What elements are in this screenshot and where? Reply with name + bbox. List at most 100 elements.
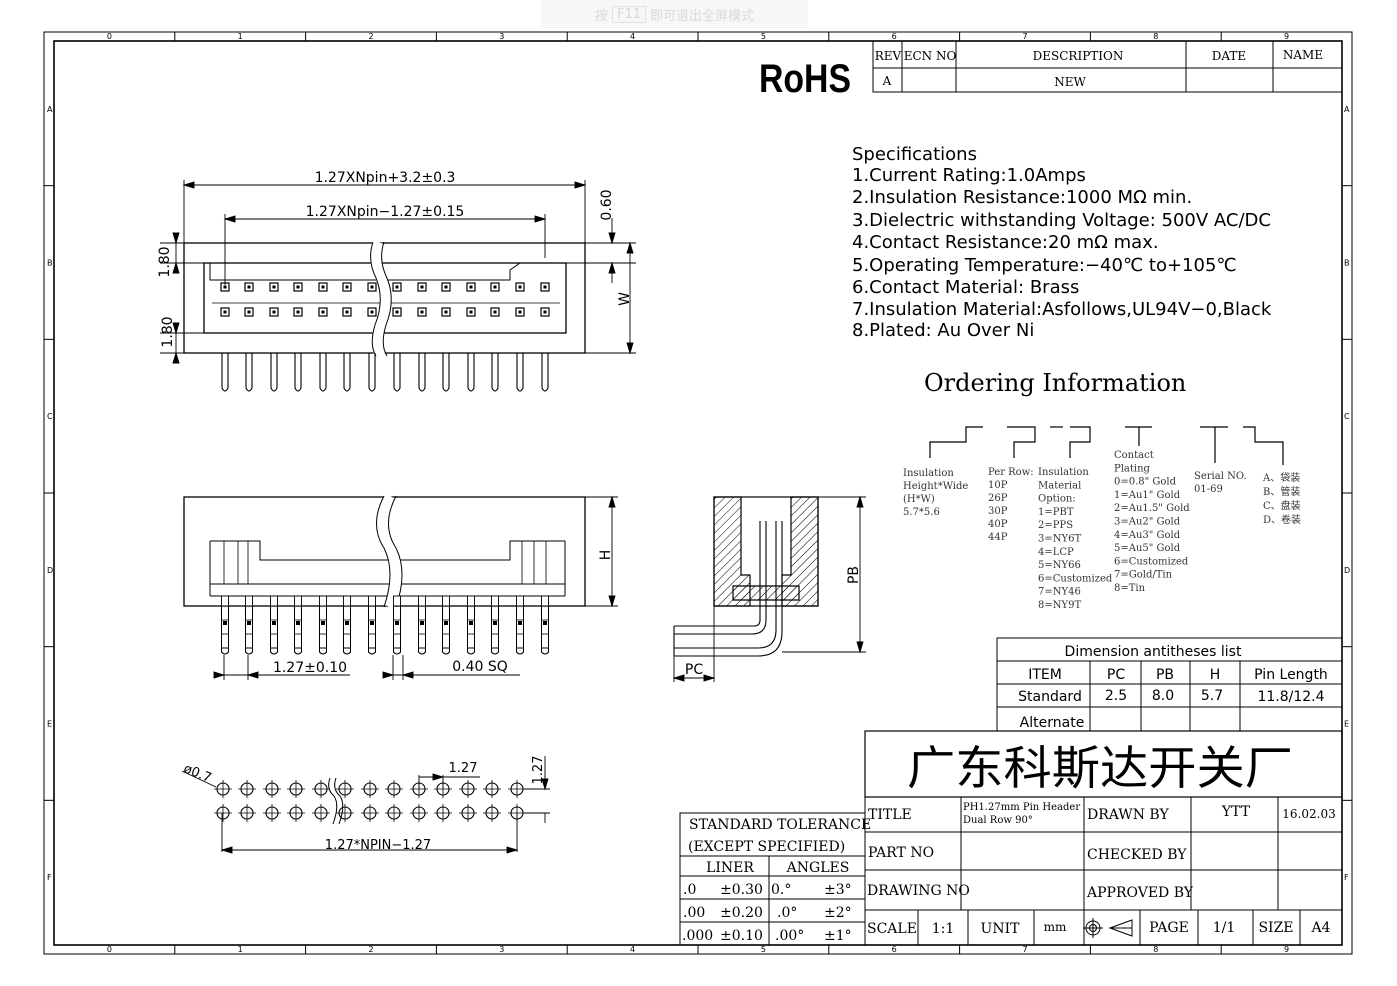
contact-square: [244, 307, 254, 317]
zone-label: 1: [238, 945, 243, 954]
inner-length-dim: 1.27XNpin−1.27±0.15: [306, 204, 465, 220]
contact-square: [417, 307, 427, 317]
front-view-pins: [221, 595, 549, 655]
pin-tip: [270, 648, 278, 655]
fullscreen-hint-prefix: 按: [594, 8, 608, 24]
tolerance-cell: .0°: [777, 905, 797, 921]
pin-body: [444, 621, 448, 625]
pin-body: [294, 595, 302, 607]
pin-lead: [541, 353, 549, 392]
contact-square: [469, 285, 473, 289]
pin-body: [294, 605, 302, 649]
drawn-by-label: DRAWN BY: [1087, 807, 1169, 823]
zone-label: 9: [1284, 32, 1289, 41]
pcb-layout-dimensions: [181, 756, 550, 854]
contact-square: [490, 307, 500, 317]
pin-body: [393, 605, 401, 649]
pin-body: [319, 605, 327, 649]
contact-square: [223, 285, 227, 289]
tolerance-cell: ±0.30: [720, 882, 763, 898]
pin-body: [272, 621, 276, 625]
pin-body: [491, 595, 499, 607]
pin-body: [247, 621, 251, 625]
tolerance-cell: .00: [683, 905, 705, 921]
pin-tip: [418, 648, 426, 655]
zone-label: B: [1344, 259, 1350, 268]
contact-square: [220, 307, 230, 317]
zone-label: 0: [107, 945, 112, 954]
pin-body: [518, 621, 522, 625]
pin-body: [370, 621, 374, 625]
liner-label: LINER: [706, 860, 754, 876]
dimension-cell: 8.0: [1152, 688, 1174, 704]
spec-item: 1.Current Rating:1.0Amps: [852, 165, 1086, 186]
company-name: 广东科斯达开关厂: [907, 741, 1293, 795]
revision-table: [872, 40, 1343, 93]
contact-square: [540, 307, 550, 317]
contact-square: [269, 307, 279, 317]
tolerance-cell: ±1°: [824, 928, 852, 944]
title-value-line1: PH1.27mm Pin Header: [963, 802, 1080, 813]
contact-square: [543, 310, 547, 314]
ecn-header: ECN NO: [904, 49, 957, 63]
pin-body: [270, 595, 278, 607]
contact-square: [318, 307, 328, 317]
contact-square: [543, 285, 547, 289]
contact-square: [392, 307, 402, 317]
zone-label: 7: [1022, 32, 1027, 41]
title-value: PH1.27mm Pin Header Dual Row 90°: [963, 802, 1083, 826]
contact-square: [269, 282, 279, 292]
zone-label: 8: [1153, 945, 1158, 954]
pin-body: [245, 595, 253, 607]
page-label: PAGE: [1149, 920, 1189, 936]
zone-label: C: [1344, 412, 1350, 421]
contact-square: [490, 282, 500, 292]
pin-lead: [343, 353, 351, 392]
spec-item: 5.Operating Temperature:−40℃ to+105℃: [852, 255, 1237, 276]
pitch-dim: 1.27±0.10: [273, 660, 347, 676]
contact-square: [515, 282, 525, 292]
drawn-by-value: YTT: [1221, 804, 1251, 820]
pcb-break-mark: [334, 777, 344, 825]
zone-label: D: [1344, 566, 1350, 575]
contact-square: [321, 310, 325, 314]
contact-square: [466, 282, 476, 292]
unit-value: mm: [1044, 920, 1067, 934]
contact-square: [367, 282, 377, 292]
zone-label: 3: [499, 32, 504, 41]
contact-square: [441, 307, 451, 317]
dimension-cell: Alternate: [1020, 715, 1085, 731]
pin-square-dim: 0.40 SQ: [452, 659, 508, 675]
dimension-header-item: ITEM: [1028, 667, 1062, 683]
pin-body: [541, 595, 549, 607]
contact-square: [444, 285, 448, 289]
contact-square: [469, 310, 473, 314]
zone-label: 7: [1022, 945, 1027, 954]
pin-body: [442, 605, 450, 649]
ordering-group-serial: Serial NO. 01-69: [1194, 471, 1250, 495]
contact-square: [321, 285, 325, 289]
spec-heading: Specifications: [852, 144, 977, 165]
side-view: [673, 496, 819, 657]
contact-square: [223, 310, 227, 314]
projection-symbol-icon: [1083, 918, 1133, 938]
zone-label: 5: [761, 32, 766, 41]
pin-tip: [393, 648, 401, 655]
contact-square: [493, 310, 497, 314]
contact-square: [466, 307, 476, 317]
checked-by-label: CHECKED BY: [1087, 847, 1187, 863]
pin-body: [319, 595, 327, 607]
rev-header: REV: [875, 49, 902, 63]
zone-label: F: [1344, 873, 1349, 882]
pin-body: [343, 605, 351, 649]
contact-square: [420, 310, 424, 314]
zone-label: E: [47, 720, 52, 729]
tolerance-title-1: STANDARD TOLERANCE: [689, 817, 871, 833]
ordering-group-packaging: A、袋装 B、管装 C、盘装 D、卷装: [1262, 471, 1304, 526]
zone-label: 3: [499, 945, 504, 954]
tolerance-cell: .0: [683, 882, 696, 898]
contact-square: [247, 310, 251, 314]
pcb-pitch-x-dim: 1.27: [449, 761, 478, 776]
pin-lead: [245, 353, 253, 392]
